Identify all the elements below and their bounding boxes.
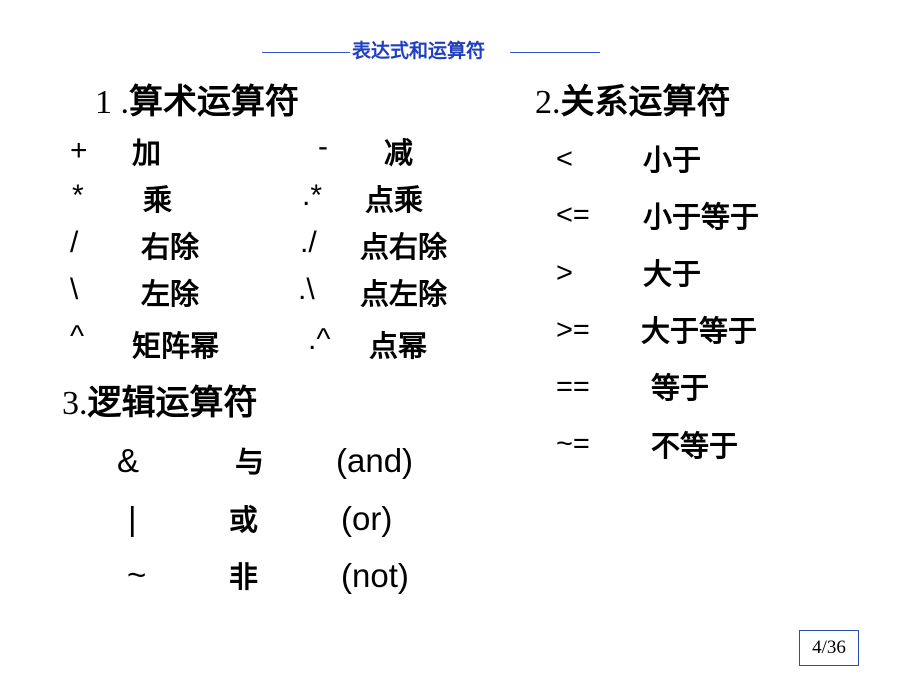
arith-label: 乘: [143, 183, 173, 217]
page-number-box: 4/36: [799, 630, 859, 666]
relational-label: 大于等于: [641, 314, 758, 348]
relational-title: 关系运算符: [560, 82, 731, 122]
logical-label: 与: [235, 445, 265, 479]
relational-label: 小于等于: [643, 200, 760, 234]
arith-symbol: ^: [70, 320, 85, 353]
logical-label: 或: [229, 503, 259, 537]
relational-number: 2.: [535, 84, 561, 121]
relational-symbol: <=: [556, 199, 590, 231]
logical-title: 逻辑运算符: [87, 383, 258, 423]
relational-heading: 2.关系运算符: [535, 85, 731, 120]
relational-symbol: >=: [556, 314, 590, 346]
arith-label: 矩阵幂: [132, 329, 220, 363]
arith-dot-label: 点右除: [360, 230, 448, 264]
arith-dot-symbol: .*: [302, 179, 323, 212]
arith-dot-symbol: ./: [300, 226, 317, 259]
relational-symbol: ==: [556, 371, 590, 403]
logical-english: (or): [341, 500, 393, 537]
relational-symbol: ~=: [556, 428, 590, 460]
relational-symbol: >: [556, 257, 573, 289]
arith-dot-label: 点幂: [369, 329, 428, 363]
logical-symbol: ~: [127, 556, 147, 593]
arith-symbol: *: [72, 179, 84, 212]
arith-number: 1 .: [95, 84, 129, 121]
arith-dot-symbol: .\: [298, 273, 315, 306]
header-line-right: [510, 52, 600, 53]
arith-label: 右除: [141, 230, 200, 264]
slide-header-title: 表达式和运算符: [352, 40, 486, 62]
arith-dot-symbol: .^: [308, 323, 331, 356]
arith-dot-label: 点乘: [365, 183, 424, 217]
logical-english: (not): [341, 557, 409, 594]
logical-number: 3.: [62, 385, 88, 422]
logical-heading: 3.逻辑运算符: [62, 386, 258, 421]
logical-symbol: |: [128, 500, 137, 537]
relational-label: 不等于: [651, 429, 739, 463]
arith-dot-label: 点左除: [360, 277, 448, 311]
arith-symbol: +: [70, 134, 88, 167]
relational-label: 大于: [643, 257, 702, 291]
arith-label: 加: [132, 136, 162, 170]
logical-english: (and): [336, 442, 414, 479]
arith-symbol: \: [70, 273, 79, 306]
arith-dot-symbol: -: [318, 130, 328, 163]
arith-dot-label: 减: [384, 136, 414, 170]
arith-symbol: /: [70, 226, 79, 259]
relational-label: 等于: [651, 371, 710, 405]
logical-label: 非: [229, 560, 259, 594]
arith-heading: 1 .算术运算符: [95, 85, 299, 120]
relational-label: 小于: [643, 143, 702, 177]
header-line-left: [262, 52, 350, 53]
relational-symbol: <: [556, 143, 573, 175]
logical-symbol: &: [117, 442, 140, 479]
arith-label: 左除: [141, 277, 200, 311]
page-number: 4/36: [812, 637, 846, 658]
arith-title: 算术运算符: [129, 82, 299, 122]
